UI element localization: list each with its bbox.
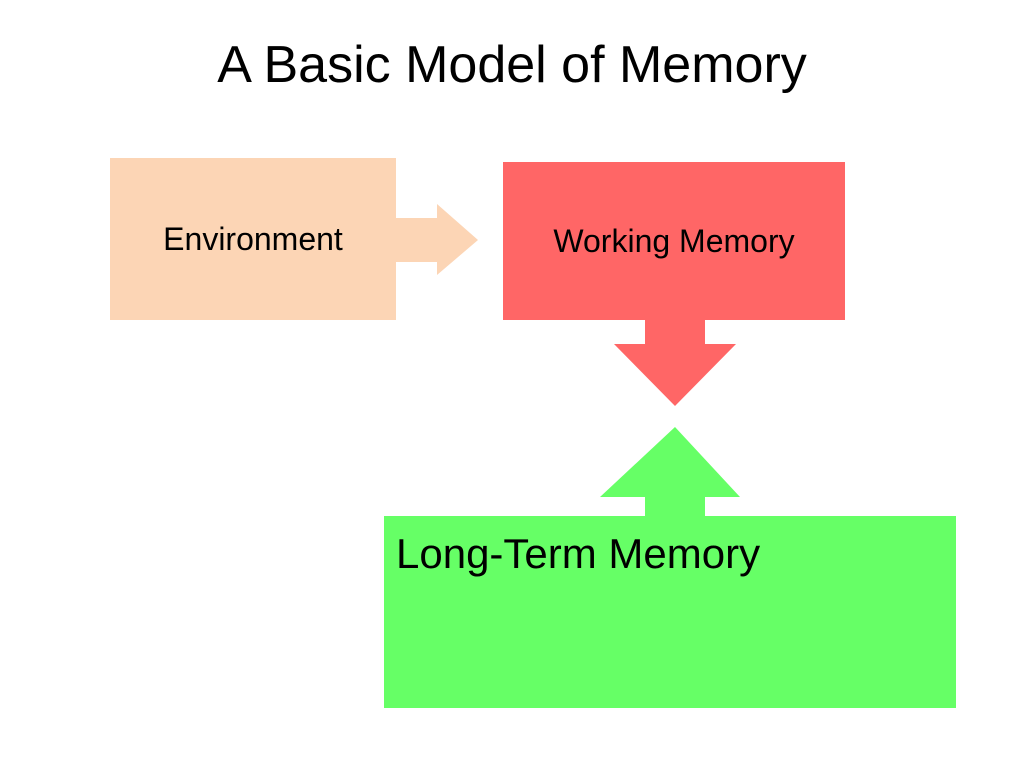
- slide-title: A Basic Model of Memory: [217, 36, 807, 94]
- environment-box: Environment: [110, 158, 396, 320]
- arrow-environment-to-working-memory: [395, 204, 478, 275]
- working-memory-box: Working Memory: [503, 162, 845, 320]
- long-term-memory-label: Long-Term Memory: [396, 530, 761, 577]
- long-term-memory-box: Long-Term Memory: [384, 516, 956, 708]
- arrow-working-memory-to-long-term-memory: [614, 320, 736, 406]
- arrow-long-term-memory-to-working-memory: [600, 427, 740, 517]
- environment-label: Environment: [163, 220, 343, 257]
- working-memory-label: Working Memory: [553, 222, 795, 259]
